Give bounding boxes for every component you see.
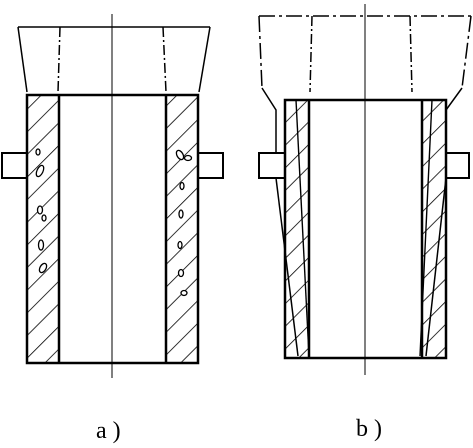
right-wall-hatch-a <box>166 95 198 363</box>
inner-taper-lines-b <box>295 99 433 357</box>
left-flange-a <box>1 152 28 179</box>
left-wall-hatch-b <box>285 100 309 358</box>
drawing-a <box>1 14 224 378</box>
drawing-b <box>258 4 472 375</box>
left-flange-b <box>258 152 286 179</box>
caption-a: a ) <box>96 418 121 444</box>
funnel-outline-a <box>17 26 211 93</box>
caption-b: b ) <box>356 416 382 442</box>
left-wall-hatch-a <box>27 95 59 363</box>
right-flange-b <box>445 152 470 179</box>
right-flange-a <box>197 152 224 179</box>
pore-marks-a <box>35 148 193 297</box>
